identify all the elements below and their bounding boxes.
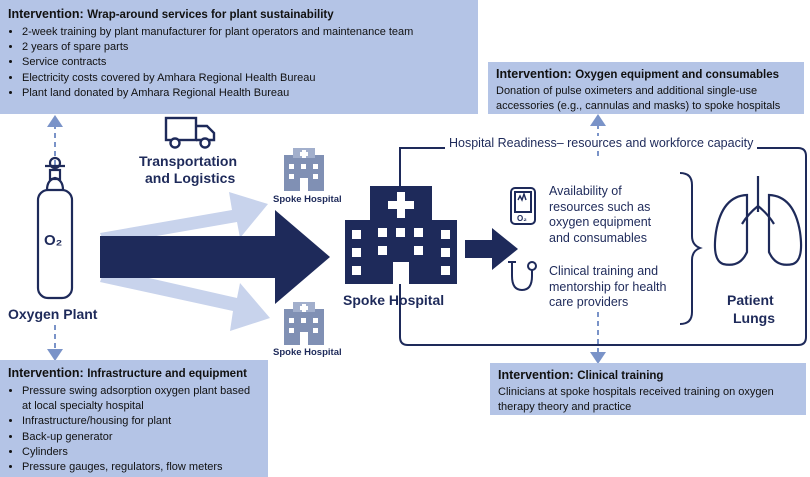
bracket	[679, 172, 703, 325]
list-item: Electricity costs covered by Amhara Regi…	[22, 71, 470, 86]
oxygen-plant-label: Oxygen Plant	[8, 306, 98, 322]
wrap-around-services-box: Intervention: Wrap-around services for p…	[0, 0, 478, 114]
clinical-training-heading: Intervention: Clinical training	[498, 368, 798, 384]
clinical-training-title: Clinical training	[577, 370, 664, 382]
readiness-title: Hospital Readiness– resources and workfo…	[445, 136, 758, 150]
resources-line: resources such as	[549, 199, 651, 214]
spoke-hospital-small-label-bottom: Spoke Hospital	[273, 347, 342, 358]
training-line: Clinical training and	[549, 264, 659, 278]
readiness-arrow	[465, 228, 518, 270]
resources-line: oxygen equipment	[549, 215, 652, 229]
wrap-around-heading: Intervention: Wrap-around services for p…	[8, 7, 470, 23]
truck-icon	[164, 116, 216, 149]
spoke-hospital-main-label: Spoke Hospital	[343, 292, 445, 308]
resources-line: and consumables	[549, 230, 647, 245]
list-item: Pressure swing adsorption oxygen plant b…	[22, 384, 260, 414]
intervention-label: Intervention:	[496, 67, 572, 81]
dashed-arrowhead-clinical	[590, 352, 606, 364]
main-hospital-icon	[345, 186, 457, 284]
oxygen-equipment-text: Donation of pulse oximeters and addition…	[496, 85, 781, 112]
cylinder-label: O₂	[44, 232, 63, 249]
light-arrow-upper	[100, 192, 268, 245]
oxygen-equipment-box: Intervention: Oxygen equipment and consu…	[488, 62, 804, 114]
intervention-label: Intervention:	[8, 366, 84, 380]
list-item: Infrastructure/housing for plant	[22, 414, 260, 429]
wrap-around-title: Wrap-around services for plant sustainab…	[87, 9, 334, 21]
dashed-arrowhead-plant-bottom	[47, 349, 63, 361]
patient-label: Patient	[727, 292, 774, 308]
wrap-around-list: 2-week training by plant manufacturer fo…	[8, 25, 470, 101]
intervention-label: Intervention:	[498, 368, 574, 382]
light-arrow-lower	[100, 268, 270, 331]
readiness-frame	[399, 147, 807, 346]
lungs-icon	[713, 176, 803, 266]
training-line: mentorship for health	[549, 279, 667, 294]
dashed-arrowhead-plant-top	[47, 115, 63, 127]
list-item: Cylinders	[22, 445, 260, 460]
list-item: Plant land donated by Amhara Regional He…	[22, 86, 470, 101]
small-hospital-icon-bottom	[284, 302, 324, 345]
oxygen-equipment-heading: Intervention: Oxygen equipment and consu…	[496, 67, 796, 83]
transport-label-line2: and Logistics	[145, 170, 236, 186]
list-item: Service contracts	[22, 55, 470, 70]
list-item: Back-up generator	[22, 430, 260, 445]
oxygen-equipment-title: Oxygen equipment and consumables	[575, 69, 780, 81]
infrastructure-box: Intervention: Infrastructure and equipme…	[0, 360, 268, 477]
intervention-label: Intervention:	[8, 7, 84, 21]
resources-text: Availability of resources such as oxygen…	[549, 184, 651, 246]
training-text: Clinical training and mentorship for hea…	[549, 264, 666, 311]
stethoscope-icon	[508, 261, 537, 292]
resources-line: Availability of	[549, 184, 622, 198]
dashed-arrowhead-oxygen	[590, 114, 606, 126]
clinical-training-text: Clinicians at spoke hospitals received t…	[498, 386, 774, 413]
oximeter-label: O₂	[517, 214, 527, 223]
spoke-hospital-small-label-top: Spoke Hospital	[273, 194, 342, 205]
oxygen-cylinder-icon	[36, 156, 74, 300]
clinical-training-box: Intervention: Clinical training Clinicia…	[490, 363, 806, 415]
lungs-label: Lungs	[733, 310, 775, 326]
pulse-oximeter-icon	[510, 187, 536, 225]
list-item: 2 years of spare parts	[22, 40, 470, 55]
small-hospital-icon-top	[284, 148, 324, 191]
infrastructure-list: Pressure swing adsorption oxygen plant b…	[8, 384, 260, 475]
list-item: Pressure gauges, regulators, flow meters	[22, 460, 260, 475]
main-arrow	[100, 210, 330, 304]
infrastructure-title: Infrastructure and equipment	[87, 368, 247, 380]
transport-label-line1: Transportation	[139, 153, 238, 169]
list-item: 2-week training by plant manufacturer fo…	[22, 25, 470, 40]
training-line: care providers	[549, 295, 629, 309]
infrastructure-heading: Intervention: Infrastructure and equipme…	[8, 366, 260, 382]
